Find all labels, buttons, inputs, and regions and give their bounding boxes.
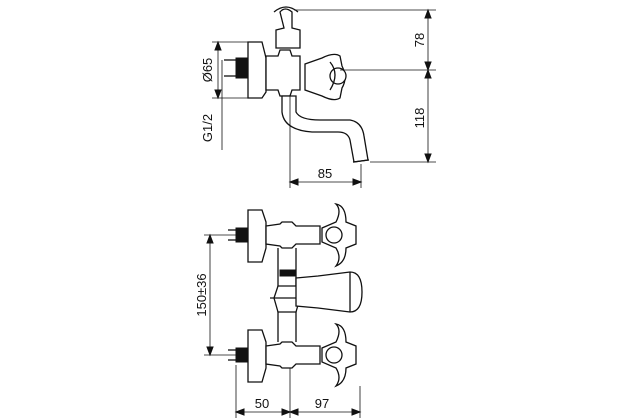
- side-view-dimensions: Ø65 G1/2 78 118 85: [200, 8, 436, 188]
- diameter-label: Ø65: [200, 58, 215, 83]
- wall-flange: [247, 41, 267, 99]
- lower-wall-flange: [247, 329, 267, 383]
- spout-top: [295, 271, 363, 313]
- top-view-dimensions: 150±36 50 97: [194, 233, 362, 418]
- upper-inlet-nut: [235, 227, 249, 243]
- body-connector: [265, 49, 301, 97]
- top-view: [228, 202, 363, 388]
- center-distance-label: 150±36: [194, 273, 209, 316]
- height-top-label: 78: [412, 33, 427, 47]
- side-view: [224, 6, 370, 163]
- lower-inlet-nut: [235, 347, 249, 363]
- depth-label: 97: [315, 396, 329, 411]
- spout: [281, 95, 369, 163]
- center-holder-band: [279, 269, 297, 277]
- shower-holder: [275, 8, 301, 49]
- inlet-nut: [235, 57, 249, 79]
- thread-label: G1/2: [200, 114, 215, 142]
- upper-wall-flange: [247, 209, 267, 263]
- wall-offset-label: 50: [255, 396, 269, 411]
- spout-reach-label: 85: [318, 166, 332, 181]
- height-bottom-label: 118: [412, 108, 427, 129]
